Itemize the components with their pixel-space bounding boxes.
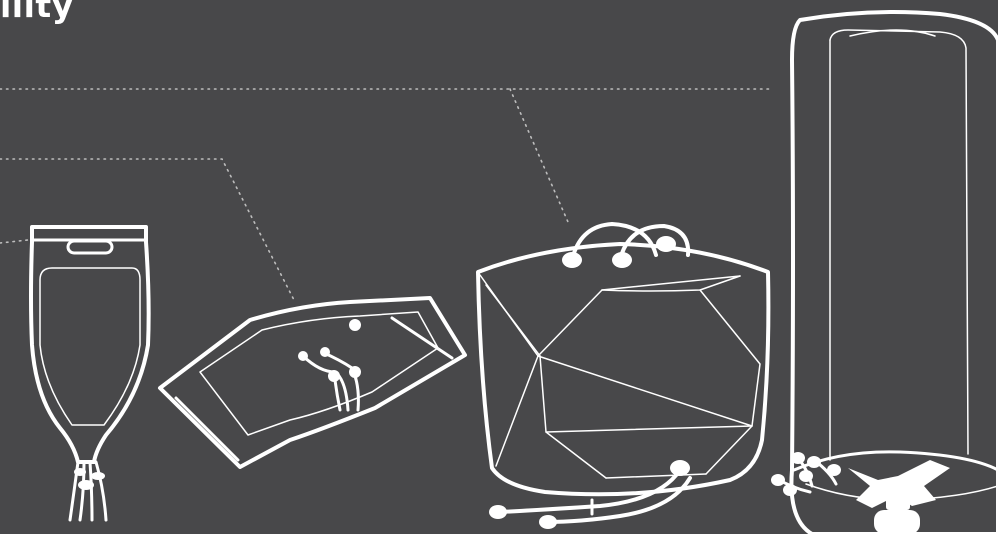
cube-bag xyxy=(478,224,768,529)
cylinder-bottom-port xyxy=(848,460,950,534)
leader-line-cube-bag-drop xyxy=(510,89,568,222)
tall-cylinder-bag xyxy=(771,12,998,534)
flat-bag xyxy=(160,298,465,467)
leader-line-vertical-bag xyxy=(0,240,28,243)
vertical-drainage-bag xyxy=(31,227,149,520)
